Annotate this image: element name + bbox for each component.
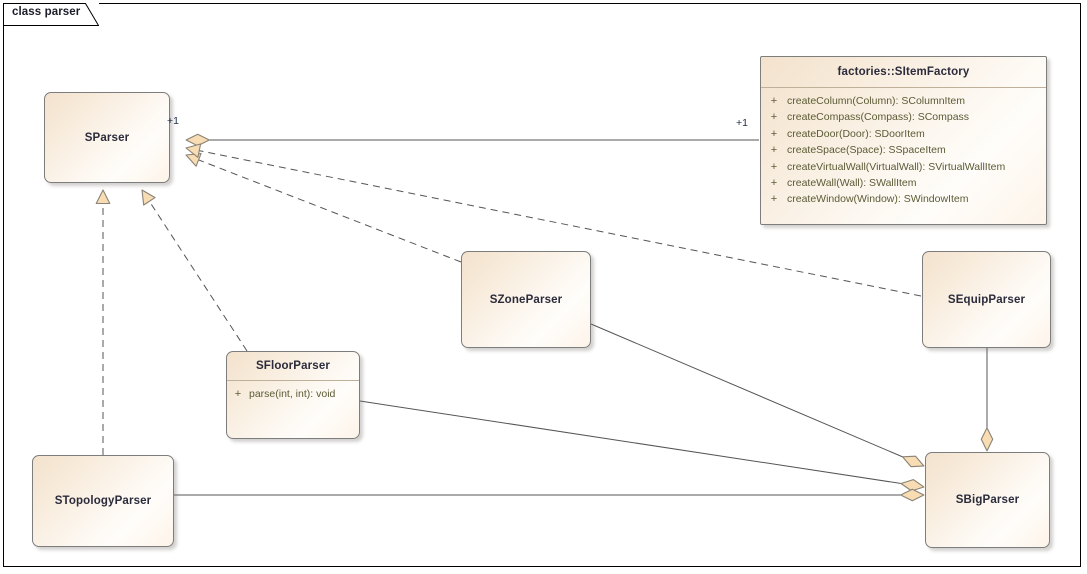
class-name-item-factory: factories::SItemFactory bbox=[761, 57, 1046, 88]
member-row: + createDoor(Door): SDoorItem bbox=[761, 126, 1046, 142]
member-signature: createCompass(Compass): SCompass bbox=[787, 111, 970, 124]
member-row: + createCompass(Compass): SCompass bbox=[761, 109, 1046, 125]
diagram-frame-label: class parser bbox=[12, 6, 81, 18]
class-node-sfloor-parser[interactable]: SFloorParser + parse(int, int): void bbox=[226, 351, 360, 439]
class-node-item-factory[interactable]: factories::SItemFactory + createColumn(C… bbox=[760, 56, 1047, 225]
multiplicity-source: +1 bbox=[167, 115, 179, 127]
diagram-frame bbox=[3, 3, 1081, 567]
class-name-sbig-parser: SBigParser bbox=[955, 494, 1020, 506]
visibility-marker: + bbox=[770, 193, 778, 206]
diagram-frame-tab: class parser bbox=[3, 3, 99, 26]
member-signature: createVirtualWall(VirtualWall): SVirtual… bbox=[787, 160, 1006, 173]
member-signature: createSpace(Space): SSpaceItem bbox=[787, 144, 946, 157]
class-node-sparser[interactable]: SParser bbox=[44, 92, 170, 183]
visibility-marker: + bbox=[770, 95, 778, 107]
class-node-sequip-parser[interactable]: SEquipParser bbox=[922, 251, 1051, 348]
class-name-szone-parser: SZoneParser bbox=[489, 293, 563, 306]
visibility-marker: + bbox=[770, 144, 778, 157]
member-row: + createSpace(Space): SSpaceItem bbox=[761, 142, 1046, 158]
class-node-szone-parser[interactable]: SZoneParser bbox=[461, 251, 591, 348]
member-signature: createDoor(Door): SDoorItem bbox=[787, 127, 925, 140]
class-node-stopology-parser[interactable]: STopologyParser bbox=[32, 455, 174, 547]
member-row: + createColumn(Column): SColumnItem bbox=[761, 93, 1046, 109]
member-list-sfloor-parser: + parse(int, int): void bbox=[227, 381, 359, 403]
visibility-marker: + bbox=[770, 160, 778, 173]
visibility-marker: + bbox=[770, 127, 778, 140]
class-name-sparser: SParser bbox=[84, 131, 130, 144]
member-list-item-factory: + createColumn(Column): SColumnItem + cr… bbox=[761, 88, 1046, 208]
class-name-sfloor-parser: SFloorParser bbox=[227, 352, 359, 381]
class-name-stopology-parser: STopologyParser bbox=[54, 495, 152, 507]
visibility-marker: + bbox=[770, 111, 778, 124]
class-name-sequip-parser: SEquipParser bbox=[947, 293, 1026, 306]
member-signature: createWall(Wall): SWallItem bbox=[787, 177, 917, 190]
visibility-marker: + bbox=[234, 388, 242, 400]
member-signature: createColumn(Column): SColumnItem bbox=[787, 95, 965, 107]
member-row: + createWindow(Window): SWindowItem bbox=[761, 191, 1046, 207]
multiplicity-target: +1 bbox=[736, 117, 748, 129]
member-row: + parse(int, int): void bbox=[227, 386, 359, 403]
member-row: + createWall(Wall): SWallItem bbox=[761, 175, 1046, 191]
member-row: + createVirtualWall(VirtualWall): SVirtu… bbox=[761, 159, 1046, 175]
member-signature: parse(int, int): void bbox=[249, 388, 336, 400]
visibility-marker: + bbox=[770, 177, 778, 190]
class-node-sbig-parser[interactable]: SBigParser bbox=[925, 452, 1050, 548]
member-signature: createWindow(Window): SWindowItem bbox=[787, 193, 969, 206]
